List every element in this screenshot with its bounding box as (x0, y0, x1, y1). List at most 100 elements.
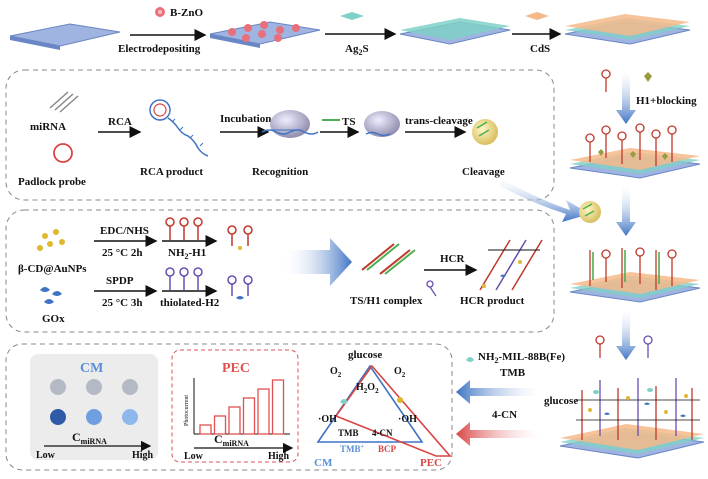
electrodepositing-label: Electrodepositing (118, 43, 201, 55)
hcr-panel: β-CD@AuNPs EDC/NHS 25 °C 2h NH2-H1 GOx S… (18, 217, 543, 325)
h1-hairpins (165, 217, 203, 240)
o2-right: O2 (394, 366, 406, 379)
zno-flowers (228, 21, 300, 42)
cds-label: CdS (530, 43, 550, 55)
bcd-aunp-label: β-CD@AuNPs (18, 263, 87, 275)
combine-arrow (282, 238, 352, 286)
cm-c-mirna: CmiRNA (72, 430, 107, 446)
h1-probe-icon (601, 69, 611, 92)
h2o2: H2O2 (356, 382, 379, 395)
pec-c-mirna: CmiRNA (214, 432, 249, 448)
pec-card (171, 349, 299, 463)
bcd-aunp-icon (37, 229, 65, 251)
rca-product-icon (149, 99, 209, 157)
glucose-label: glucose (544, 395, 578, 407)
pec-bar (228, 406, 241, 435)
h1-blocking-label: H1+blocking (636, 95, 697, 107)
cm-triangle (316, 364, 424, 443)
rca-box (5, 69, 555, 201)
edc-label: EDC/NHS (100, 225, 149, 237)
readout-box (5, 343, 453, 471)
h2-hairpins (165, 267, 203, 290)
top-row: B-ZnO Electrodepositing Ag2S CdS (9, 7, 691, 57)
spdp-label: SPDP (106, 275, 134, 287)
electrode-h1 (569, 123, 701, 179)
mil-label: NH2-MIL-88B(Fe) (478, 351, 565, 365)
hcr-label: HCR (440, 253, 466, 265)
pec-bars (199, 379, 285, 435)
h2-conjugate (227, 275, 253, 300)
ag2s-label: Ag2S (345, 43, 369, 57)
pec-ylabel: Photocurrent (184, 395, 190, 426)
cleavage-ball-icon (472, 119, 498, 145)
hcr-product-label: HCR product (460, 295, 525, 307)
h1-conjugate (227, 225, 253, 250)
ts-h1-label: TS/H1 complex (350, 295, 423, 307)
incubation-label: Incubation (220, 113, 271, 125)
h1-h2-probes (595, 335, 653, 358)
recognition-icon (261, 110, 319, 138)
electrode-hcr (559, 378, 705, 459)
electrode-ts (569, 247, 701, 303)
rca-label: RCA (108, 116, 132, 128)
mech-cm: CM (314, 457, 333, 469)
cm-readout-arrow (456, 380, 540, 404)
pec-bar (242, 397, 256, 435)
oh-left: ·OH (318, 414, 337, 425)
cm-title: CM (80, 361, 103, 376)
thiolated-label: thiolated-H2 (160, 297, 220, 309)
mech-tmb-ox: TMB+ (340, 444, 365, 454)
trans-cleavage-label: trans-cleavage (405, 115, 473, 127)
mech-bcp: BCP (378, 444, 397, 454)
tmb-label: TMB (500, 367, 526, 379)
mech-glucose: glucose (348, 349, 382, 361)
o2-left: O2 (330, 366, 342, 379)
oh-right: ·OH (398, 414, 417, 425)
cleavage-label: Cleavage (462, 166, 505, 178)
pec-bar (213, 415, 227, 435)
cond2-label: 25 °C 3h (102, 297, 142, 309)
pec-title: PEC (222, 361, 250, 376)
pec-bar (199, 424, 212, 435)
mech-tmb: TMB (338, 428, 359, 438)
cas-active-icon (364, 111, 400, 137)
four-cn-label: 4-CN (492, 409, 517, 421)
mech-4cn: 4-CN (372, 428, 393, 438)
pec-low: Low (184, 451, 204, 462)
pec-panel: PEC Photocurrent CmiRNA Low High (171, 349, 299, 463)
pec-readout-arrow (456, 422, 540, 446)
pec-triangle (334, 364, 452, 457)
padlock-label: Padlock probe (18, 176, 86, 188)
mech-pec: PEC (420, 457, 442, 469)
mirna-icon (49, 91, 79, 113)
down-arrow-2 (616, 186, 636, 236)
rca-panel: miRNA Padlock probe RCA RCA product Incu… (18, 91, 505, 188)
rca-product-label: RCA product (140, 166, 203, 178)
cond1-label: 25 °C 2h (102, 247, 142, 259)
aunp-dot (397, 397, 403, 403)
hcr-product-icon (479, 239, 543, 291)
right-column: H1+blocking (456, 69, 705, 459)
cds-chip (525, 12, 549, 20)
down-arrow-1 (616, 70, 636, 124)
cm-high: High (132, 450, 154, 461)
mil-legend-icon (466, 357, 474, 362)
gox-icon (40, 287, 62, 304)
hcr-box (5, 209, 555, 333)
cleavage-transfer-arrow (500, 178, 590, 222)
ts-h1-complex-icon (361, 243, 416, 275)
b-zno-label: B-ZnO (170, 7, 203, 19)
cleavage-ball-right (579, 201, 601, 223)
zno-flower-icon (155, 7, 165, 17)
mirna-label: miRNA (30, 121, 66, 133)
cm-panel: CM CmiRNA Low High (30, 354, 158, 461)
down-arrow-3 (616, 310, 636, 360)
mechanism-panel: glucose O2 O2 H2O2 ·OH ·OH TMB 4-CN TMB+… (314, 349, 452, 469)
pec-bar (271, 379, 285, 435)
ag2s-chip (340, 12, 364, 20)
pec-bar (257, 388, 270, 435)
nh2h1-label: NH2-H1 (168, 247, 206, 261)
recognition-label: Recognition (252, 166, 308, 178)
